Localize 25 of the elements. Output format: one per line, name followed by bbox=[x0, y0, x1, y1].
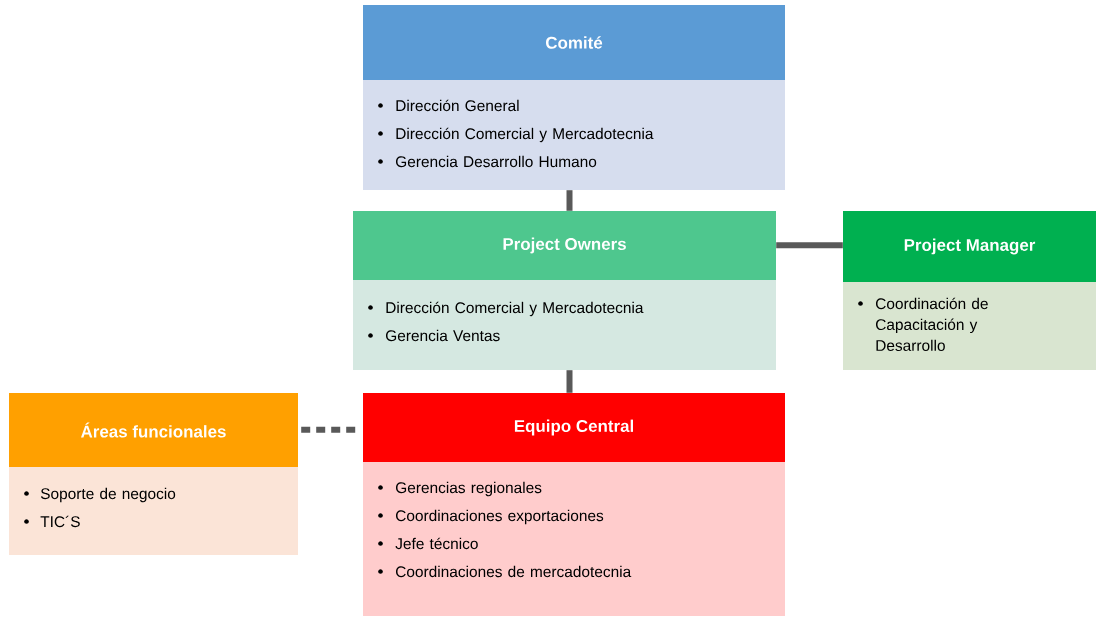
list-item: Soporte de negocio bbox=[24, 487, 176, 503]
list-item: Dirección Comercial y Mercadotecnia bbox=[368, 301, 644, 317]
org-card bbox=[843, 211, 1096, 370]
list-item: Coordinación de Capacitación y Desarrollo bbox=[858, 297, 988, 351]
list-item: Gerencia Desarrollo Humano bbox=[378, 155, 597, 168]
list-item: TIC´S bbox=[24, 515, 80, 528]
list-item: Dirección General bbox=[378, 99, 519, 112]
connector-line bbox=[566, 190, 573, 211]
list-item: Gerencias regionales bbox=[378, 481, 542, 497]
card-header: Equipo Central bbox=[363, 393, 785, 462]
card-header: Comité bbox=[363, 5, 785, 80]
card-header: Project Manager bbox=[843, 211, 1096, 282]
connector-line bbox=[566, 370, 573, 393]
list-item: Dirección Comercial y Mercadotecnia bbox=[378, 127, 654, 143]
connector-line bbox=[776, 242, 843, 249]
org-card bbox=[353, 211, 776, 370]
list-item: Coordinaciones de mercadotecnia bbox=[378, 565, 632, 578]
list-item: Gerencia Ventas bbox=[368, 329, 500, 342]
card-header: Áreas funcionales bbox=[9, 393, 298, 467]
org-card bbox=[363, 5, 785, 190]
org-card bbox=[363, 393, 785, 616]
list-item: Jefe técnico bbox=[378, 537, 478, 550]
list-item: Coordinaciones exportaciones bbox=[378, 509, 604, 525]
card-header: Project Owners bbox=[353, 211, 776, 280]
org-card bbox=[9, 393, 298, 555]
